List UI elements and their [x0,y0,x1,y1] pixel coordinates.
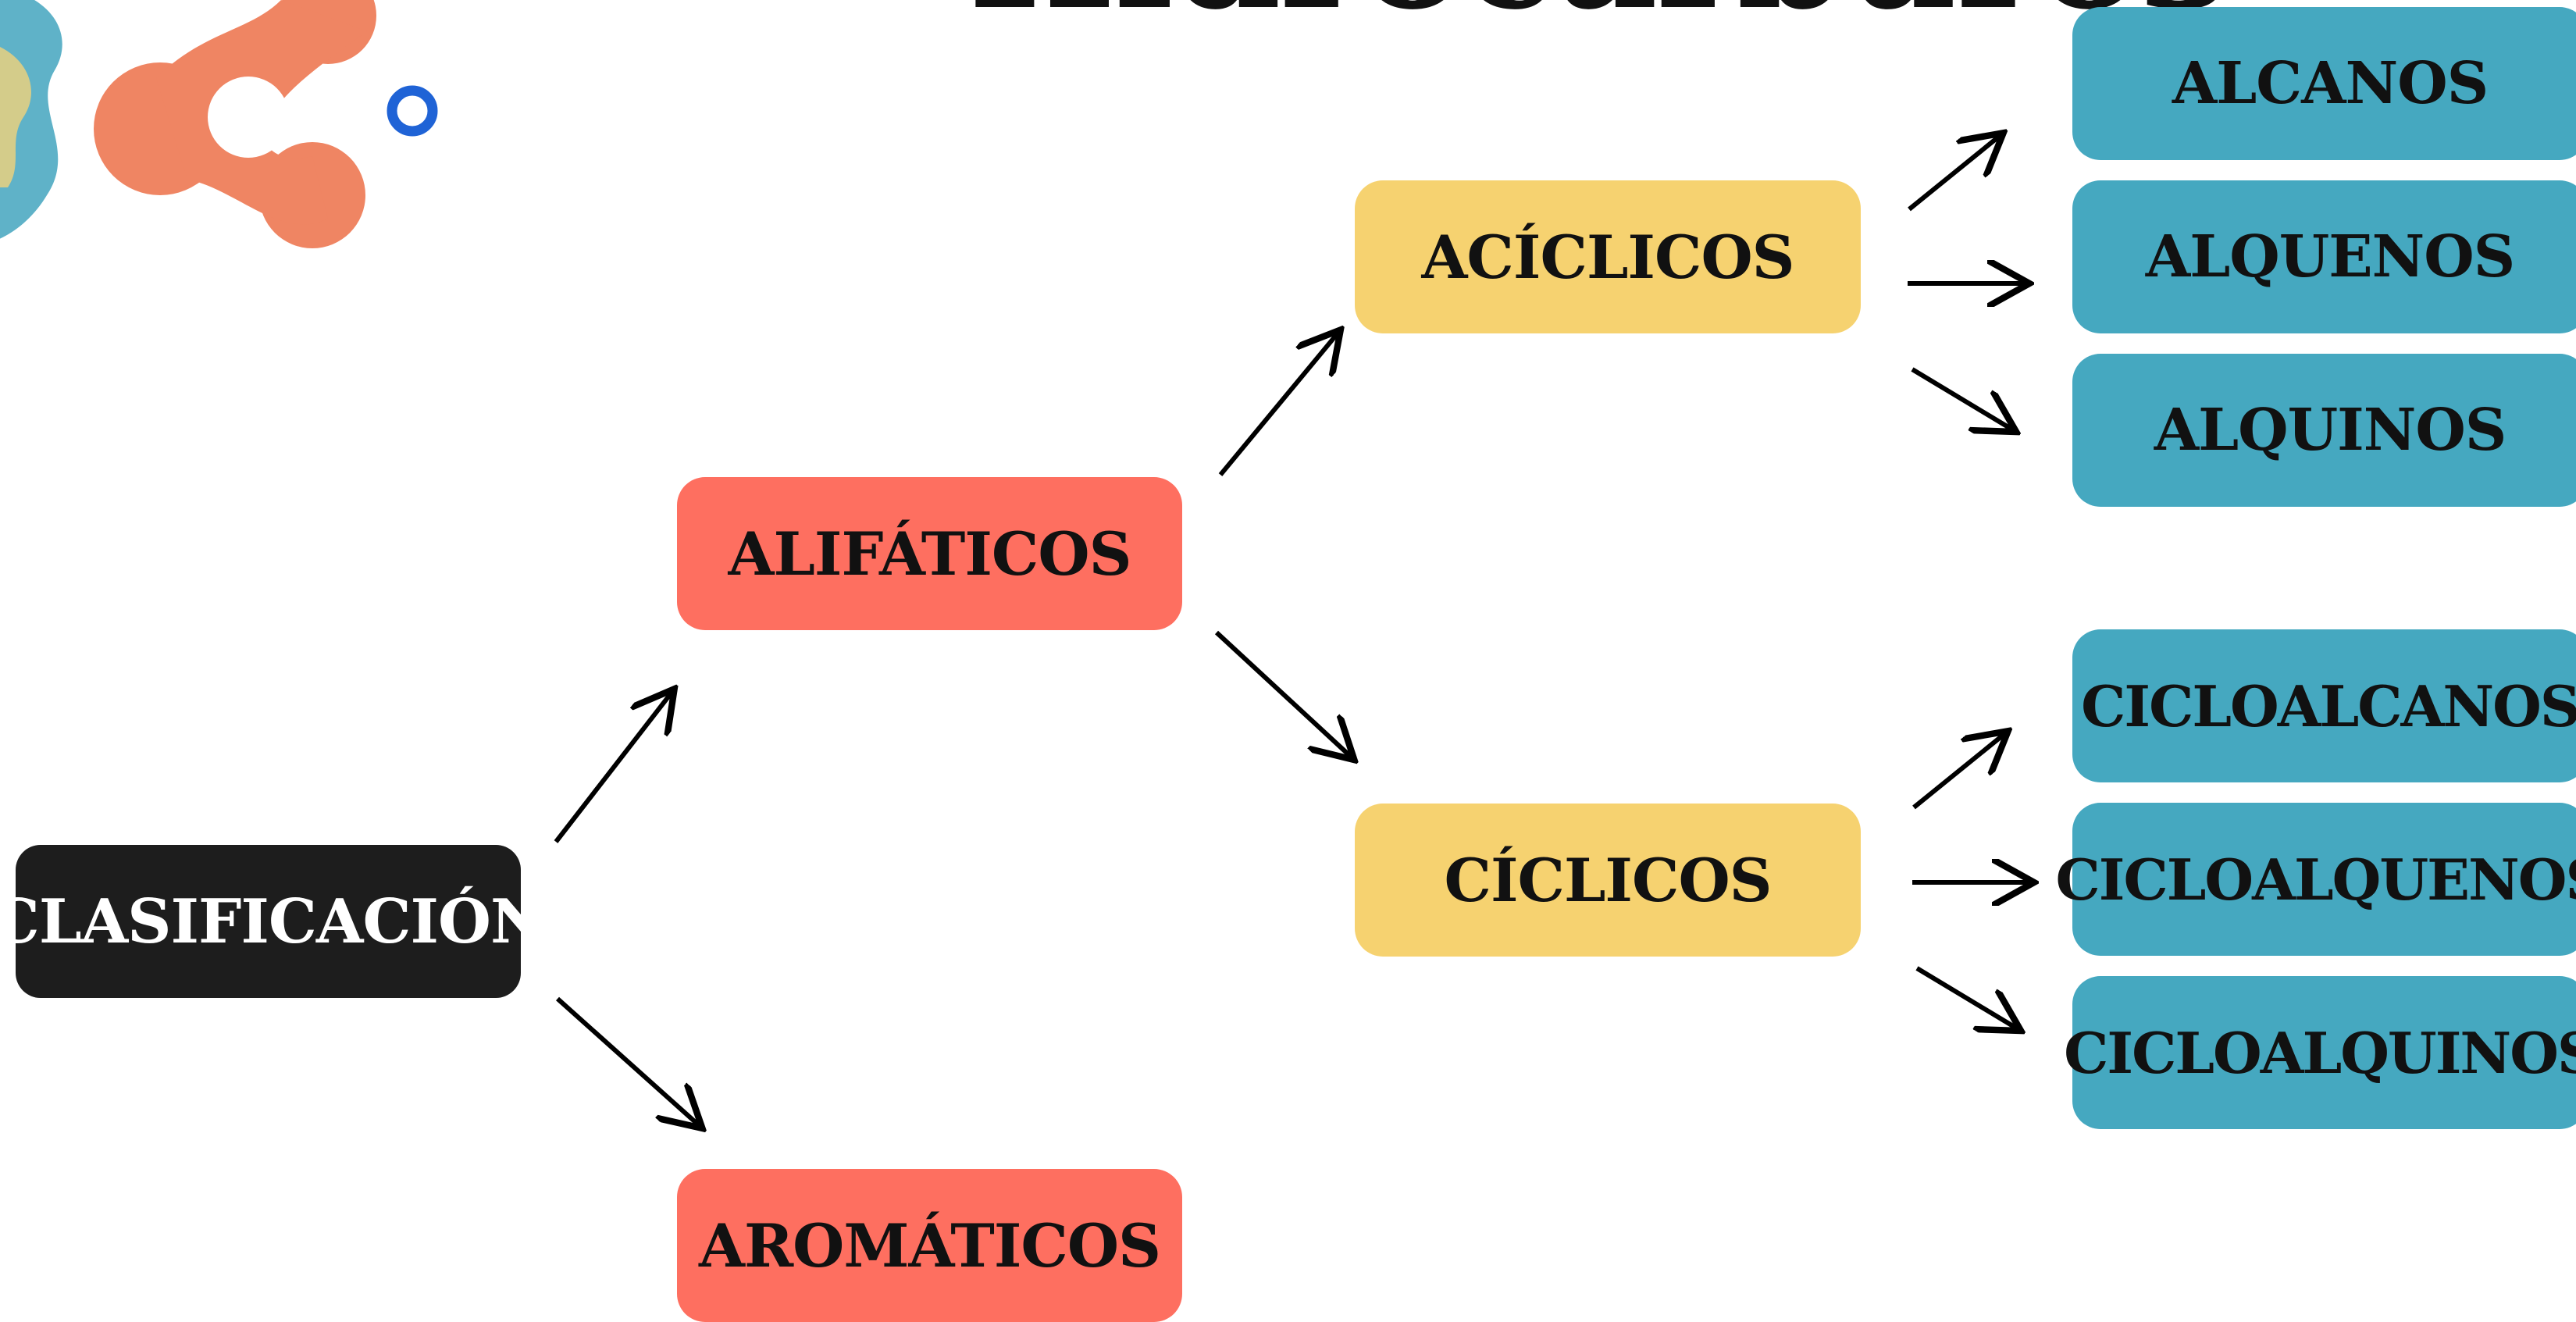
arrow-ciclicos-cicloalcanos [1912,734,2004,810]
node-cicloalquinos: CICLOALQUINOS [2064,976,2576,1129]
node-alcanos: ALCANOS [2072,7,2576,160]
molecule-blob-icon [0,0,376,248]
arrow-ciclicos-cicloalquinos [1915,966,2017,1028]
arrow-aciclicos-alquinos [1911,367,2012,429]
node-alquinos: ALQUINOS [2072,354,2576,507]
node-clasificacion: CLASIFICACIÓN [0,845,546,998]
node-cicloalquenos: CICLOALQUENOS [2055,803,2576,956]
arrow-root-alifaticos [554,693,672,843]
node-aciclicos: ACÍCLICOS [1355,180,1861,333]
node-aromaticos: AROMÁTICOS [677,1169,1182,1322]
arrow-aciclicos-alcanos [1908,136,2000,212]
node-ciclicos: CÍCLICOS [1355,804,1861,957]
ring-icon [387,85,438,137]
arrow-alifaticos-aciclicos [1218,333,1338,476]
node-cicloalcanos: CICLOALCANOS [2072,629,2576,782]
arrow-root-aromaticos [555,996,699,1125]
node-alifaticos: ALIFÁTICOS [677,477,1182,630]
arrow-alifaticos-ciclicos [1214,630,1351,757]
node-alquenos: ALQUENOS [2072,180,2576,333]
